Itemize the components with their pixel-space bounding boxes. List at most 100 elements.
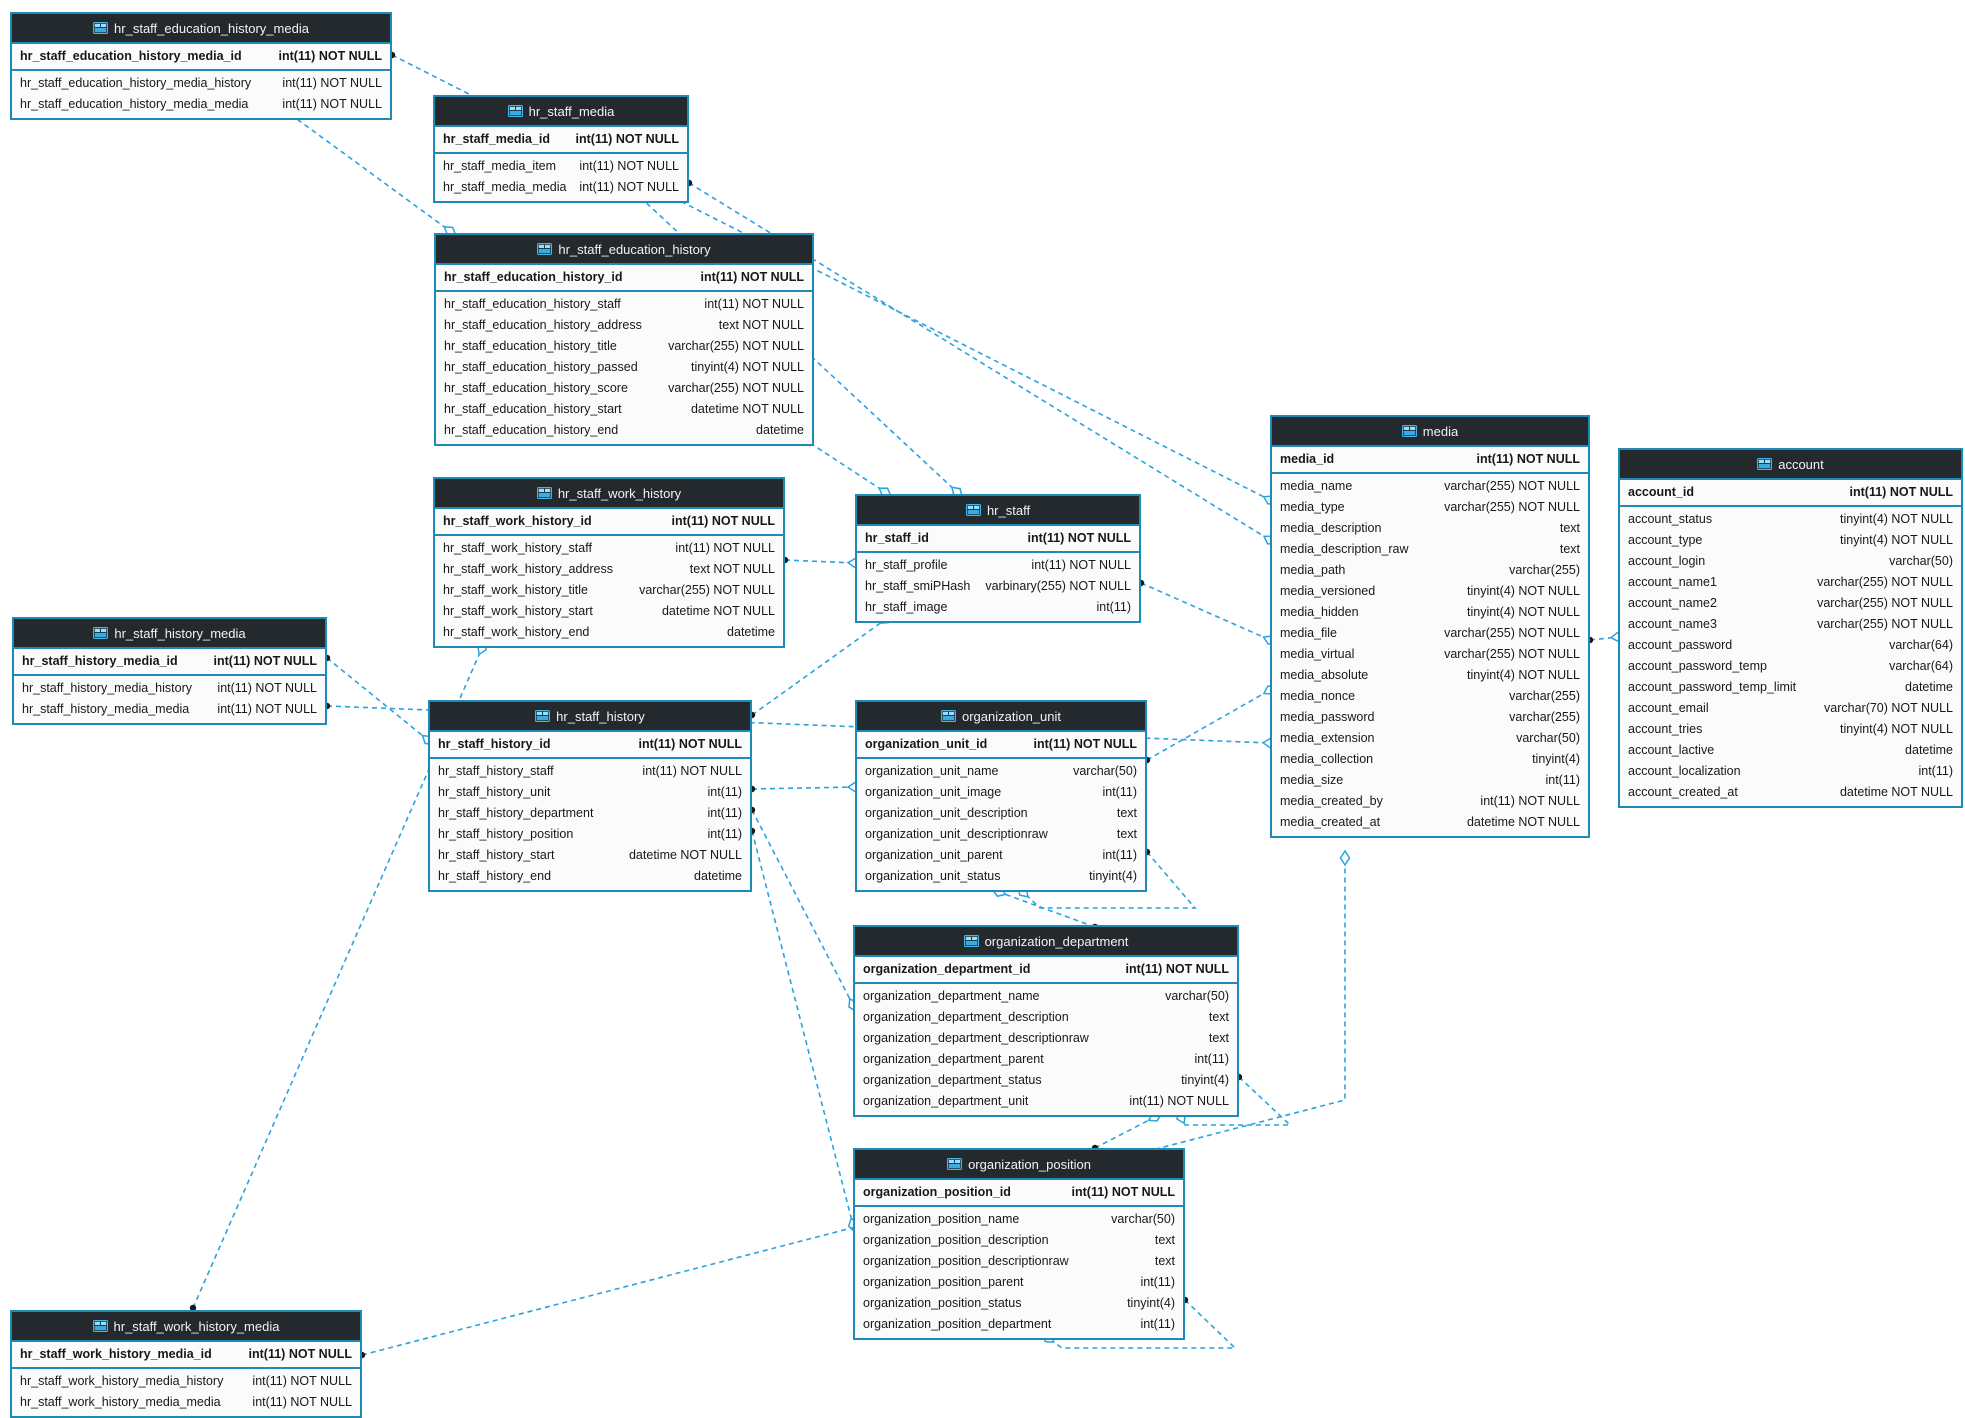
table-header-hr_staff_education_history[interactable]: hr_staff_education_history (436, 235, 812, 265)
column-type: datetime (1905, 743, 1953, 757)
table-icon (535, 710, 551, 722)
column-name: organization_position_parent (863, 1275, 1024, 1289)
column-name: media_collection (1280, 752, 1374, 766)
column-name: account_id (1628, 485, 1694, 499)
column-type: varchar(255) NOT NULL (1817, 617, 1953, 631)
table-account[interactable]: account account_id int(11) NOT NULL account… (1618, 448, 1963, 808)
column-name: account_name2 (1628, 596, 1717, 610)
column-type: tinyint(4) NOT NULL (691, 360, 804, 374)
relationship-hr_staff_history_media-to-hr_staff_history (323, 654, 435, 746)
table-header-media[interactable]: media (1272, 417, 1588, 447)
table-icon (963, 935, 979, 947)
column-name: hr_staff_work_history_media_id (20, 1347, 212, 1361)
column-name: organization_unit_image (865, 785, 1002, 799)
column-name: hr_staff_history_start (438, 848, 555, 862)
table-hr_staff_history_media[interactable]: hr_staff_history_media hr_staff_history_m… (12, 617, 327, 725)
table-hr_staff_education_history[interactable]: hr_staff_education_history hr_staff_educa… (434, 233, 814, 446)
column-name: organization_position_department (863, 1317, 1052, 1331)
column-type: varchar(255) (1509, 710, 1580, 724)
table-header-hr_staff_work_history_media[interactable]: hr_staff_work_history_media (12, 1312, 360, 1342)
table-organization_position[interactable]: organization_position organization_positi… (853, 1148, 1185, 1340)
table-header-organization_position[interactable]: organization_position (855, 1150, 1183, 1180)
column-row-account_lactive: account_lactive datetime (1620, 740, 1961, 761)
column-name: hr_staff_work_history_end (443, 625, 590, 639)
column-type: int(11) NOT NULL (213, 654, 317, 668)
table-organization_department[interactable]: organization_department organization_depa… (853, 925, 1239, 1117)
column-type: text (1559, 542, 1580, 556)
table-header-hr_staff_education_history_media[interactable]: hr_staff_education_history_media (12, 14, 390, 44)
column-type: tinyint(4) NOT NULL (1467, 668, 1580, 682)
column-type: varchar(255) (1509, 563, 1580, 577)
column-name: hr_staff_history_department (438, 806, 594, 820)
column-type: text NOT NULL (689, 562, 775, 576)
table-icon (92, 1320, 108, 1332)
column-name: hr_staff_work_history_staff (443, 541, 592, 555)
column-type: int(11) NOT NULL (1849, 485, 1953, 499)
column-name: account_password_temp (1628, 659, 1767, 673)
table-hr_staff_work_history_media[interactable]: hr_staff_work_history_media hr_staff_work… (10, 1310, 362, 1418)
column-type: int(11) (707, 806, 742, 820)
column-name: hr_staff_history_media_history (22, 681, 192, 695)
column-type: text (1559, 521, 1580, 535)
column-name: hr_staff_image (865, 600, 948, 614)
column-name: account_lactive (1628, 743, 1715, 757)
table-header-hr_staff_history[interactable]: hr_staff_history (430, 702, 750, 732)
table-header-organization_unit[interactable]: organization_unit (857, 702, 1145, 732)
table-title: hr_staff_work_history_media (113, 1318, 280, 1334)
table-title: hr_staff_history_media (114, 625, 246, 641)
column-type: varchar(255) NOT NULL (668, 339, 804, 353)
column-name: organization_department_name (863, 989, 1040, 1003)
table-title: organization_department (984, 933, 1129, 949)
column-name: hr_staff_smiPHash (865, 579, 971, 593)
column-name: organization_department_id (863, 962, 1031, 976)
column-type: int(11) NOT NULL (575, 132, 679, 146)
column-name: organization_unit_description (865, 806, 1028, 820)
table-header-hr_staff[interactable]: hr_staff (857, 496, 1139, 526)
column-name: hr_staff_history_media_media (22, 702, 190, 716)
column-type: int(11) (707, 785, 742, 799)
column-type: varchar(50) (1516, 731, 1580, 745)
column-name: organization_department_descriptionraw (863, 1031, 1089, 1045)
table-hr_staff_work_history[interactable]: hr_staff_work_history hr_staff_work_histo… (433, 477, 785, 648)
table-header-hr_staff_history_media[interactable]: hr_staff_history_media (14, 619, 325, 649)
table-header-hr_staff_work_history[interactable]: hr_staff_work_history (435, 479, 783, 509)
table-icon (536, 487, 552, 499)
table-header-hr_staff_media[interactable]: hr_staff_media (435, 97, 687, 127)
column-type: varchar(64) (1889, 638, 1953, 652)
table-icon (537, 243, 553, 255)
column-type: text (1116, 827, 1137, 841)
table-header-organization_department[interactable]: organization_department (855, 927, 1237, 957)
column-type: varchar(50) (1111, 1212, 1175, 1226)
column-type: tinyint(4) NOT NULL (1467, 584, 1580, 598)
column-name: media_password (1280, 710, 1375, 724)
table-header-account[interactable]: account (1620, 450, 1961, 480)
column-name: hr_staff_education_history_address (444, 318, 642, 332)
